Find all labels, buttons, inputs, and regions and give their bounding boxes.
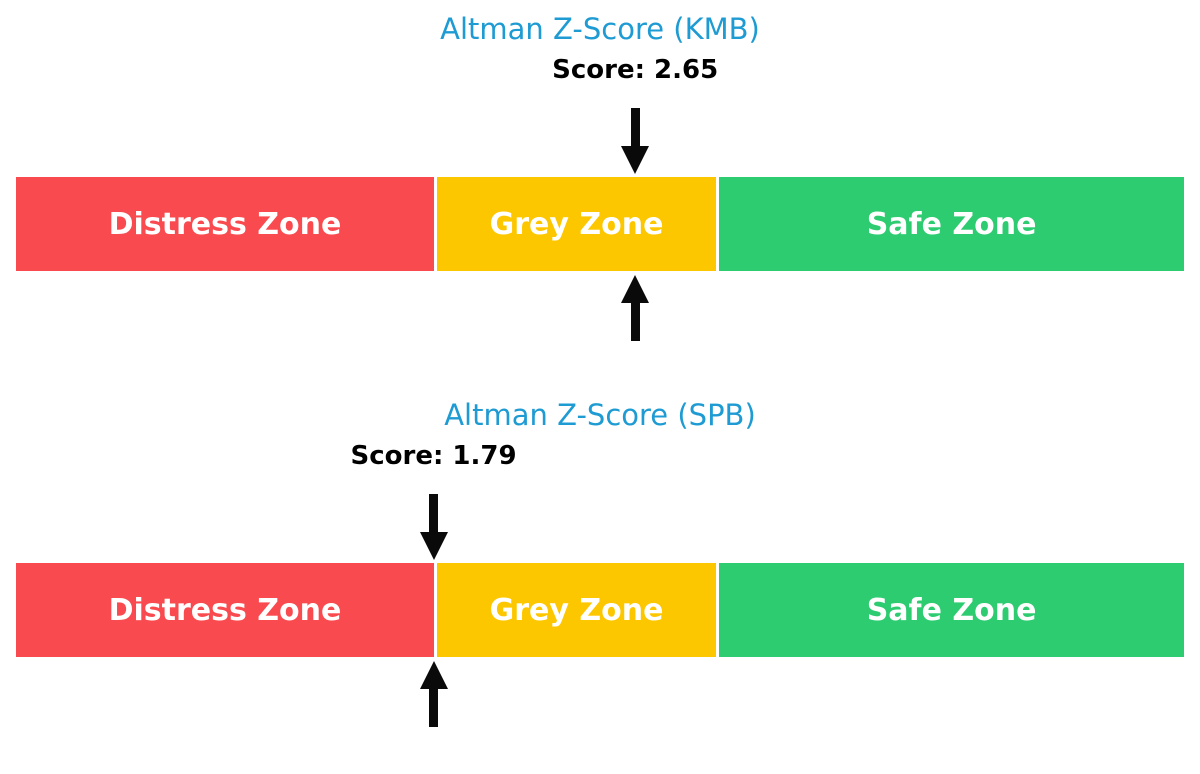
zone-segment-safe: Safe Zone (718, 563, 1185, 657)
chart-title: Altman Z-Score (KMB) (440, 12, 760, 46)
zone-segment-grey: Grey Zone (437, 563, 716, 657)
arrow-shaft (429, 494, 439, 532)
score-annotation: Score: 2.65 (552, 55, 719, 85)
arrow-head (419, 532, 448, 560)
score-pointer-up-icon (419, 661, 448, 727)
zone-segment-grey: Grey Zone (437, 177, 716, 271)
score-pointer-down-icon (621, 108, 650, 174)
arrow-head (419, 661, 448, 689)
zone-label-distress: Distress Zone (108, 592, 342, 628)
zone-segment-safe: Safe Zone (718, 177, 1185, 271)
zone-segment-distress: Distress Zone (15, 177, 435, 271)
zone-bar: Distress Zone Grey Zone Safe Zone (0, 563, 1200, 657)
arrow-head (621, 146, 650, 174)
zone-label-grey: Grey Zone (489, 592, 664, 628)
arrow-shaft (429, 689, 439, 727)
chart-title: Altman Z-Score (SPB) (444, 398, 756, 432)
score-pointer-up-icon (621, 275, 650, 341)
zone-bar: Distress Zone Grey Zone Safe Zone (0, 177, 1200, 271)
altman-zscore-chart-kmb: Altman Z-Score (KMB) Score: 2.65 Distres… (0, 0, 1200, 386)
score-pointer-down-icon (419, 494, 448, 560)
score-annotation: Score: 1.79 (350, 441, 517, 471)
arrow-head (621, 275, 650, 303)
zone-label-safe: Safe Zone (866, 592, 1037, 628)
zone-label-distress: Distress Zone (108, 206, 342, 242)
zone-label-safe: Safe Zone (866, 206, 1037, 242)
arrow-shaft (630, 303, 640, 341)
zone-label-grey: Grey Zone (489, 206, 664, 242)
altman-zscore-chart-spb: Altman Z-Score (SPB) Score: 1.79 Distres… (0, 386, 1200, 772)
arrow-shaft (630, 108, 640, 146)
zone-segment-distress: Distress Zone (15, 563, 435, 657)
